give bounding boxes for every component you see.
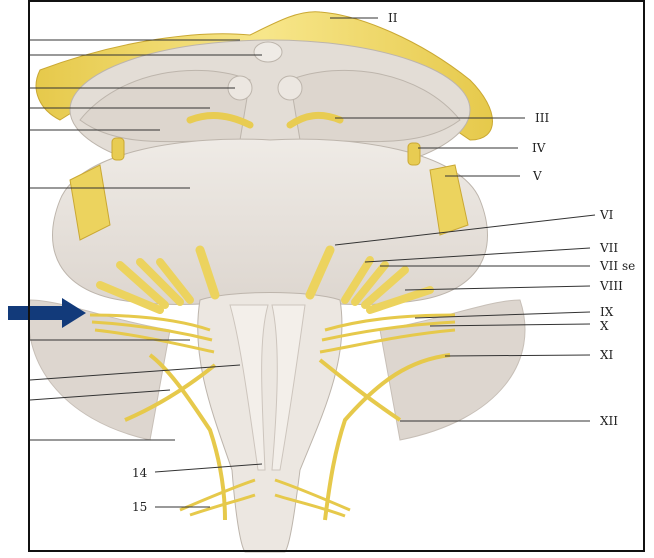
mammillary-body-right — [278, 76, 302, 100]
label-VI: VI — [599, 208, 614, 222]
nerve-IV-left — [112, 138, 124, 160]
label-VII: VII — [599, 241, 618, 255]
label-IX: IX — [600, 305, 614, 319]
label-II: II — [388, 11, 398, 25]
label-VIII: VIII — [599, 279, 623, 293]
infundibulum — [254, 42, 282, 62]
label-VII-se: VII se — [599, 259, 635, 273]
label-14: 14 — [132, 466, 148, 480]
label-XI: XI — [600, 348, 614, 362]
label-X: X — [600, 319, 609, 333]
label-III: III — [535, 111, 549, 125]
medulla-oblongata — [198, 293, 342, 553]
label-XII: XII — [600, 414, 618, 428]
label-V: V — [532, 169, 542, 183]
nerve-IV-right — [408, 143, 420, 165]
label-IV: IV — [532, 141, 546, 155]
label-15: 15 — [132, 500, 147, 514]
pons — [53, 139, 488, 304]
